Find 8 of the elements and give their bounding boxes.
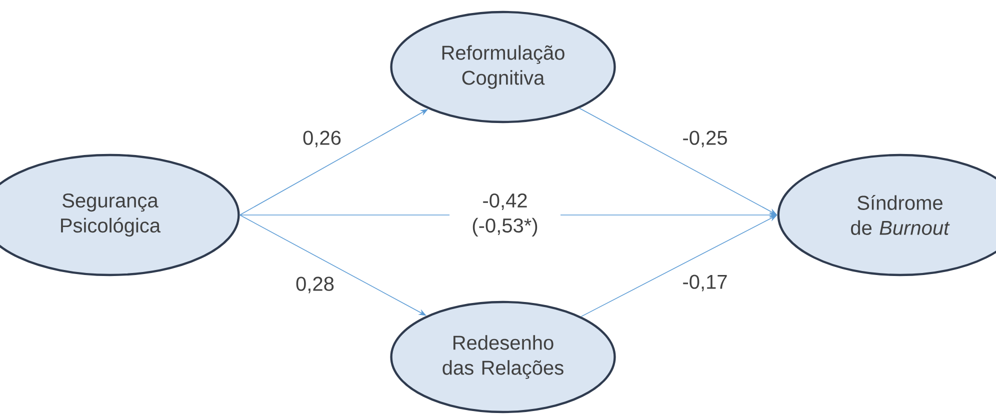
ellipse-node: Síndrome de Burnout <box>777 154 996 276</box>
ellipse-node: Redesenho das Relações <box>390 300 616 414</box>
edge-label: -0,42 (-0,53*) <box>450 190 560 240</box>
edge-label: -0,25 <box>679 128 731 150</box>
edge-label: 0,28 <box>292 274 338 296</box>
edge-label: 0,26 <box>300 128 344 150</box>
ellipse-node: Reformulação Cognitiva <box>390 10 616 124</box>
edge-label: -0,17 <box>679 272 731 294</box>
